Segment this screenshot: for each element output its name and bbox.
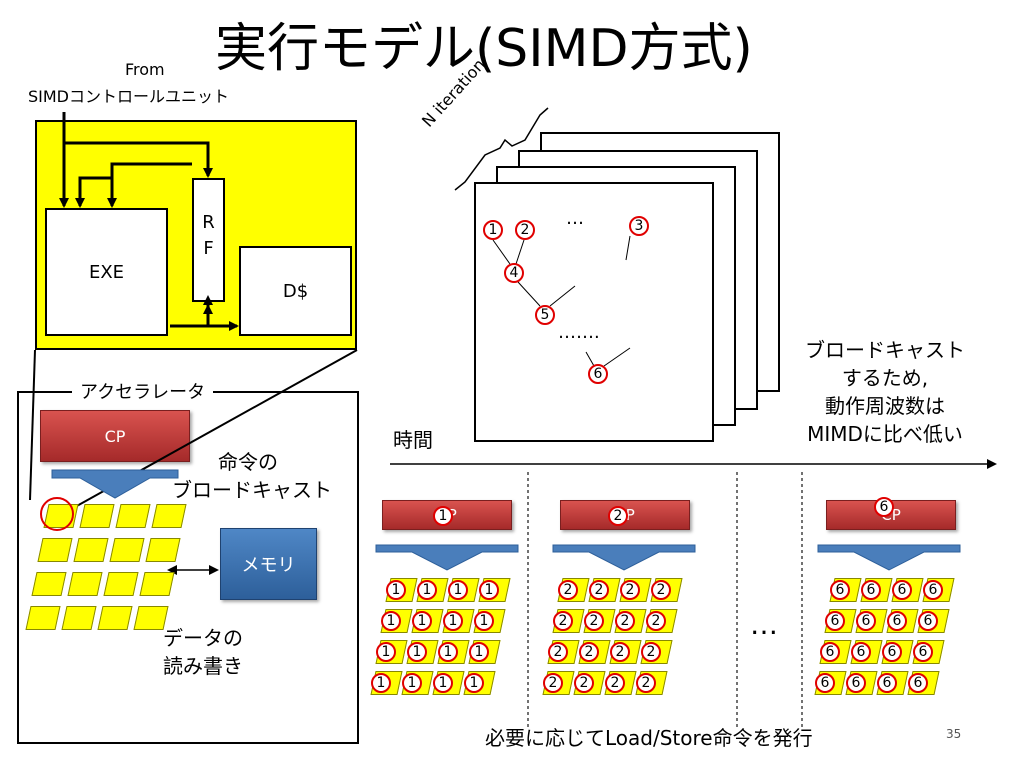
timeline-cp-num-2: 2: [608, 506, 628, 526]
timeline-pe-index: 2: [605, 673, 625, 693]
control-arrows: [59, 112, 237, 326]
timeline-pe-index: 6: [856, 611, 876, 631]
timeline-pe-index: 1: [464, 673, 484, 693]
frequency-note-line4: MIMDに比べ低い: [807, 422, 963, 446]
dcache-label: D$: [282, 280, 309, 302]
graph-ellipsis-mid: …….: [558, 322, 600, 343]
timeline-pe-index: 6: [887, 611, 907, 631]
timeline-pe-index: 2: [584, 611, 604, 631]
readwrite-note-line2: 読み書き: [163, 654, 243, 678]
timeline-pe-index: 6: [815, 673, 835, 693]
timeline-pe-index: 2: [615, 611, 635, 631]
timeline-pe-index: 2: [558, 580, 578, 600]
timeline-cp-num-3: 6: [874, 497, 894, 517]
timeline-pe-index: 6: [846, 673, 866, 693]
data-cache: D$: [239, 246, 352, 336]
timeline-pe-index: 2: [553, 611, 573, 631]
cp-label: CP: [104, 426, 126, 446]
timeline-pe-index: 1: [386, 580, 406, 600]
timeline-pe-index: 6: [851, 642, 871, 662]
timeline-pe-index: 2: [589, 580, 609, 600]
bottom-note: 必要に応じてLoad/Store命令を発行: [485, 726, 813, 750]
memory-label: メモリ: [241, 555, 296, 576]
rf-label-f: F: [203, 238, 214, 259]
readwrite-note-line1: データの: [163, 626, 243, 650]
timeline-pe-index: 2: [574, 673, 594, 693]
timeline-pe-index: 6: [861, 580, 881, 600]
timeline-pe-index: 1: [479, 580, 499, 600]
frequency-note-line1: ブロードキャスト: [805, 338, 965, 362]
cp-block: CP: [40, 410, 190, 462]
readwrite-note: データの 読み書き: [163, 624, 243, 680]
frequency-note-line3: 動作周波数は: [825, 394, 945, 418]
timeline-pe-index: 1: [417, 580, 437, 600]
graph-node-3: 3: [629, 216, 649, 236]
graph-node-4: 4: [504, 263, 524, 283]
timeline-pe-index: 6: [877, 673, 897, 693]
timeline-pe-index: 2: [548, 642, 568, 662]
timeline-pe-index: 6: [882, 642, 902, 662]
timeline-pe-index: 2: [641, 642, 661, 662]
iteration-page-front: [474, 182, 714, 442]
timeline-pe-index: 1: [448, 580, 468, 600]
frequency-note-line2: するため,: [841, 366, 929, 390]
page-title: 実行モデル(SIMD方式): [215, 19, 753, 79]
timeline-pe-index: 6: [825, 611, 845, 631]
graph-node-1: 1: [483, 220, 503, 240]
rf-label-r: R: [202, 212, 215, 233]
exe-unit: EXE: [45, 208, 168, 336]
timeline-pe-index: 1: [433, 673, 453, 693]
timeline-pe-index: 1: [469, 642, 489, 662]
graph-ellipsis-top: …: [566, 208, 584, 229]
broadcast-note: 命令の ブロードキャスト: [172, 448, 332, 504]
timeline-pe-index: 2: [610, 642, 630, 662]
frequency-note: ブロードキャスト するため, 動作周波数は MIMDに比べ低い: [790, 336, 980, 448]
timeline-pe-index: 1: [376, 642, 396, 662]
timeline-pe-index: 6: [913, 642, 933, 662]
timeline-pe-index: 1: [474, 611, 494, 631]
from-label: From: [125, 60, 165, 79]
broadcast-arrow: [51, 469, 179, 499]
timeline-pe-index: 2: [636, 673, 656, 693]
timeline-pe-index: 2: [579, 642, 599, 662]
accelerator-label: アクセラレータ: [72, 378, 214, 404]
memory-block: メモリ: [220, 528, 317, 600]
timeline-pe-index: 6: [892, 580, 912, 600]
timeline-pe-index: 6: [820, 642, 840, 662]
timeline-pe-index: 6: [923, 580, 943, 600]
timeline-pe-index: 6: [918, 611, 938, 631]
timeline-pe-index: 1: [412, 611, 432, 631]
timeline-pe-index: 2: [620, 580, 640, 600]
time-label: 時間: [393, 428, 433, 452]
timeline-pe-index: 1: [407, 642, 427, 662]
timeline-pe-index: 1: [402, 673, 422, 693]
page-number: 35: [946, 727, 962, 741]
timeline-pe-index: 2: [646, 611, 666, 631]
timeline-pe-index: 1: [381, 611, 401, 631]
graph-node-5: 5: [535, 305, 555, 325]
highlight-circle: [40, 497, 74, 531]
timeline-pe-index: 2: [651, 580, 671, 600]
timeline-pe-index: 1: [371, 673, 391, 693]
timeline-pe-index: 2: [543, 673, 563, 693]
timeline-cp-num-1: 1: [433, 506, 453, 526]
timeline-pe-index: 6: [830, 580, 850, 600]
timeline-pe-index: 1: [438, 642, 458, 662]
timeline-ellipsis: …: [750, 608, 778, 641]
exe-label: EXE: [88, 261, 125, 283]
simd-control-unit-label: SIMDコントロールユニット: [28, 87, 230, 106]
graph-node-2: 2: [515, 220, 535, 240]
register-file: R F: [192, 178, 225, 302]
broadcast-note-line2: ブロードキャスト: [172, 478, 332, 502]
timeline-pe-index: 1: [443, 611, 463, 631]
timeline-pe-index: 6: [908, 673, 928, 693]
graph-node-6: 6: [588, 364, 608, 384]
broadcast-note-line1: 命令の: [218, 450, 278, 474]
